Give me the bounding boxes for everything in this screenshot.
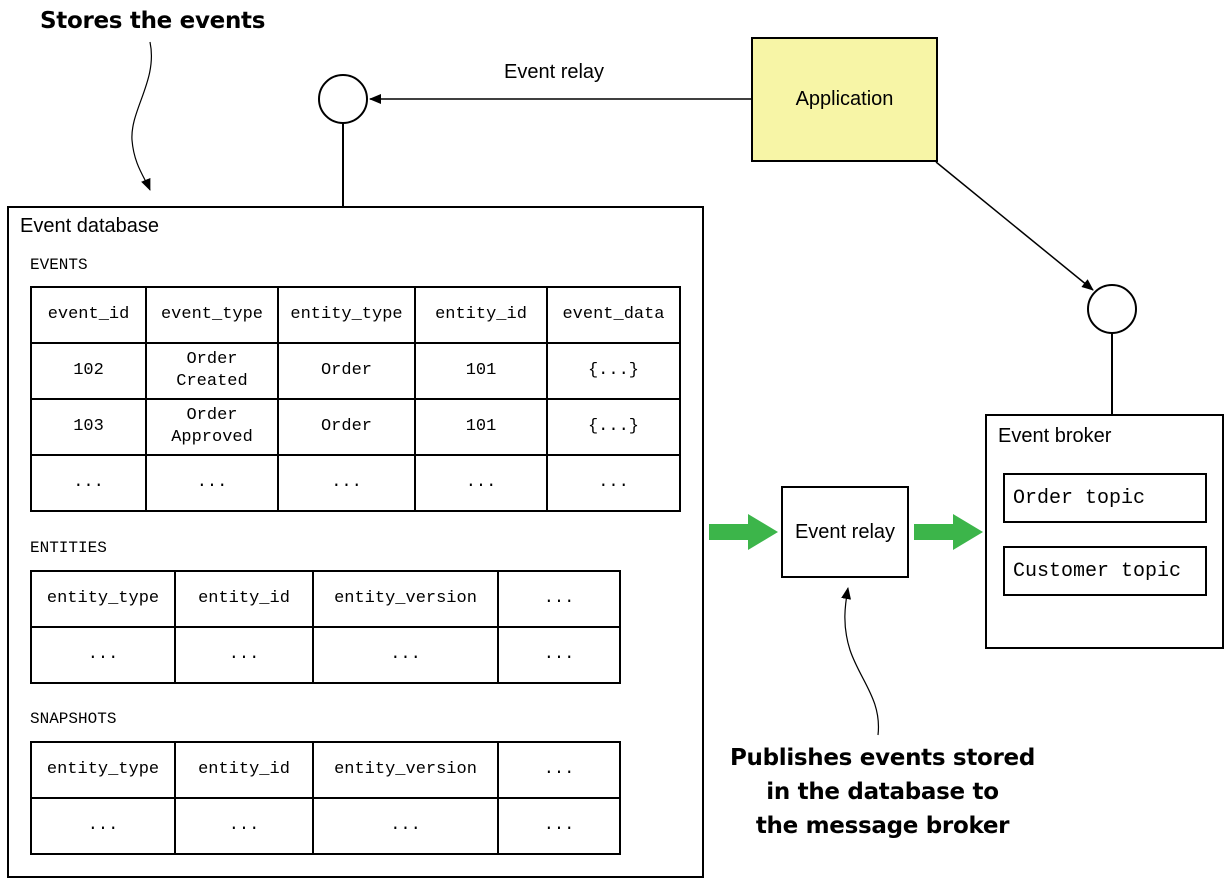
broker-port-circle bbox=[1087, 284, 1137, 334]
table-cell: ... bbox=[174, 797, 314, 855]
publishes-callout-curve bbox=[841, 587, 880, 736]
snapshots-table: entity_type entity_id entity_version ...… bbox=[30, 741, 621, 855]
header-cell: ... bbox=[497, 741, 621, 799]
table-cell: 102 bbox=[30, 342, 147, 400]
relay-port-circle bbox=[318, 74, 368, 124]
header-cell: entity_id bbox=[414, 286, 548, 344]
table-cell: ... bbox=[312, 797, 499, 855]
table-cell: {...} bbox=[546, 342, 681, 400]
header-cell: entity_type bbox=[30, 741, 176, 799]
events-table-label: EVENTS bbox=[30, 256, 88, 274]
table-cell: {...} bbox=[546, 398, 681, 456]
table-cell: ... bbox=[145, 454, 279, 512]
header-cell: ... bbox=[497, 570, 621, 628]
table-cell: Order Created bbox=[145, 342, 279, 400]
table-cell: Order bbox=[277, 342, 416, 400]
table-cell: Order Approved bbox=[145, 398, 279, 456]
publishes-callout-line: in the database to bbox=[766, 779, 999, 805]
header-cell: entity_id bbox=[174, 741, 314, 799]
header-cell: entity_version bbox=[312, 570, 499, 628]
table-cell: 101 bbox=[414, 398, 548, 456]
customer-topic: Customer topic bbox=[1003, 546, 1207, 596]
customer-topic-label: Customer topic bbox=[1013, 559, 1182, 583]
stores-events-callout: Stores the events bbox=[40, 8, 266, 34]
table-cell: ... bbox=[277, 454, 416, 512]
event-relay-top-label: Event relay bbox=[504, 61, 605, 83]
table-row: ... ... ... ... bbox=[30, 797, 621, 855]
table-cell: ... bbox=[30, 626, 176, 684]
table-row: 102 Order Created Order 101 {...} bbox=[30, 342, 681, 400]
table-cell: Order bbox=[277, 398, 416, 456]
event-broker-title: Event broker bbox=[998, 425, 1112, 447]
table-cell: ... bbox=[414, 454, 548, 512]
table-cell: ... bbox=[30, 454, 147, 512]
header-cell: entity_type bbox=[30, 570, 176, 628]
application-label: Application bbox=[795, 88, 894, 110]
order-topic-label: Order topic bbox=[1013, 486, 1146, 510]
table-header-row: entity_type entity_id entity_version ... bbox=[30, 741, 621, 799]
event-broker-box bbox=[985, 414, 1224, 649]
publishes-callout-line: the message broker bbox=[755, 813, 1010, 839]
table-cell: ... bbox=[546, 454, 681, 512]
table-cell: ... bbox=[174, 626, 314, 684]
event-database-title: Event database bbox=[20, 215, 159, 237]
header-cell: event_id bbox=[30, 286, 147, 344]
table-cell: ... bbox=[497, 626, 621, 684]
table-header-row: event_id event_type entity_type entity_i… bbox=[30, 286, 681, 344]
green-arrow-relay-to-broker bbox=[914, 514, 983, 550]
table-cell: ... bbox=[312, 626, 499, 684]
application-box: Application bbox=[751, 37, 938, 162]
green-arrow-db-to-relay bbox=[709, 514, 778, 550]
entities-table-label: ENTITIES bbox=[30, 539, 107, 557]
events-table: event_id event_type entity_type entity_i… bbox=[30, 286, 681, 512]
table-row: 103 Order Approved Order 101 {...} bbox=[30, 398, 681, 456]
event-relay-box-label: Event relay bbox=[794, 520, 896, 543]
table-cell: ... bbox=[497, 797, 621, 855]
publishes-callout: Publishes events stored in the database … bbox=[700, 741, 1065, 843]
header-cell: event_data bbox=[546, 286, 681, 344]
header-cell: entity_version bbox=[312, 741, 499, 799]
table-cell: 101 bbox=[414, 342, 548, 400]
table-row: ... ... ... ... ... bbox=[30, 454, 681, 512]
snapshots-table-label: SNAPSHOTS bbox=[30, 710, 117, 728]
publishes-callout-line: Publishes events stored bbox=[729, 745, 1036, 771]
table-row: ... ... ... ... bbox=[30, 626, 621, 684]
application-to-broker-arrow bbox=[935, 161, 1094, 291]
header-cell: event_type bbox=[145, 286, 279, 344]
header-cell: entity_id bbox=[174, 570, 314, 628]
table-header-row: entity_type entity_id entity_version ... bbox=[30, 570, 621, 628]
order-topic: Order topic bbox=[1003, 473, 1207, 523]
table-cell: 103 bbox=[30, 398, 147, 456]
header-cell: entity_type bbox=[277, 286, 416, 344]
entities-table: entity_type entity_id entity_version ...… bbox=[30, 570, 621, 684]
event-relay-box: Event relay bbox=[781, 486, 909, 578]
stores-callout-curve bbox=[131, 41, 152, 191]
table-cell: ... bbox=[30, 797, 176, 855]
